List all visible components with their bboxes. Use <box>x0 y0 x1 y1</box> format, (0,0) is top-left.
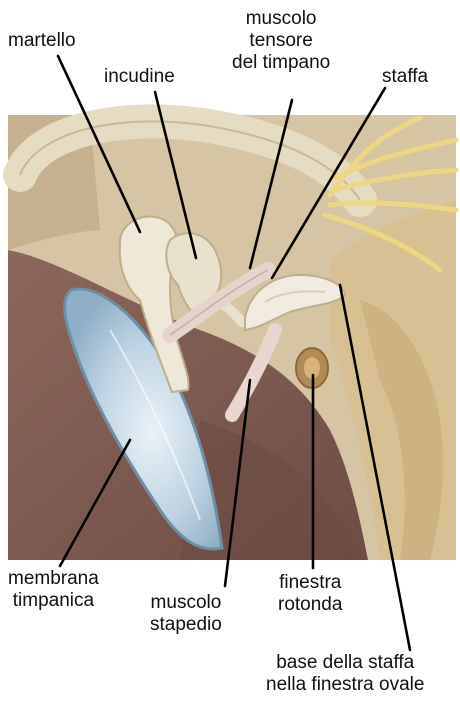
label-staffa: staffa <box>382 66 428 88</box>
label-incudine: incudine <box>104 66 175 88</box>
label-membrana-timpanica: membrana timpanica <box>8 568 99 612</box>
label-muscolo-stapedio: muscolo stapedio <box>150 592 222 636</box>
label-finestra-rotonda: finestra rotonda <box>278 572 342 616</box>
label-martello: martello <box>8 30 76 52</box>
label-base-della-staffa: base della staffa nella finestra ovale <box>266 652 424 696</box>
anatomy-picture <box>8 115 456 560</box>
label-tensore-del-timpano: muscolo tensore del timpano <box>232 8 330 74</box>
